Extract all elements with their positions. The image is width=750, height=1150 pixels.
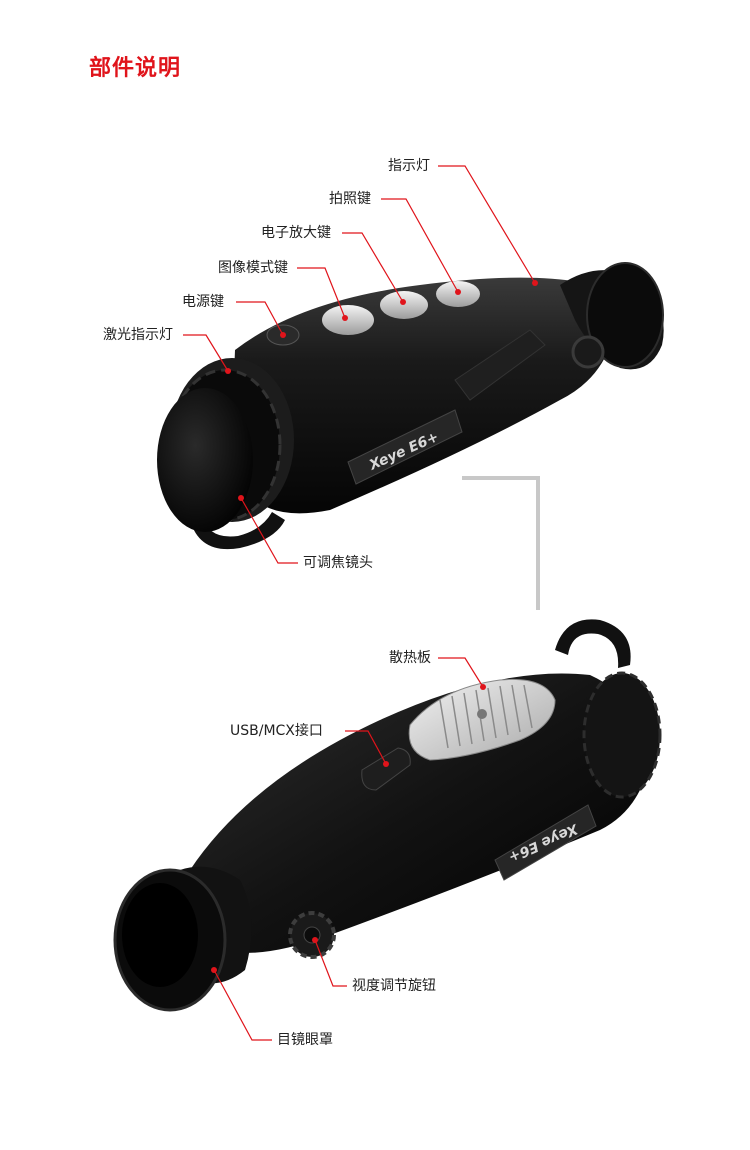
leader-focus-lens — [240, 497, 298, 564]
image-mode-button — [322, 305, 374, 335]
label-power-key: 电源键 — [182, 294, 224, 310]
bottom-eyecup-inner — [122, 883, 198, 987]
label-usb-port: USB/MCX接口 — [230, 723, 323, 739]
label-heat-sink: 散热板 — [389, 650, 431, 666]
leader-diopter-knob — [314, 939, 347, 987]
top-body — [234, 277, 612, 514]
bottom-device: Xeye E6+ — [113, 619, 662, 1012]
label-image-mode-key: 图像模式键 — [218, 260, 288, 276]
label-zoom-key: 电子放大键 — [261, 225, 331, 241]
leader-indicator-light — [438, 165, 536, 284]
section-divider — [462, 476, 540, 610]
top-side-panel — [454, 329, 546, 401]
label-photo-key: 拍照键 — [329, 191, 371, 207]
bottom-lens-ring — [582, 671, 662, 799]
top-lens-cap — [157, 388, 253, 532]
zoom-button — [380, 291, 428, 319]
leader-usb-port — [345, 730, 387, 765]
leader-laser-indicator — [183, 334, 229, 372]
heat-sink-plate — [408, 678, 556, 761]
leader-eyecup — [213, 969, 272, 1041]
leader-power-key — [236, 301, 284, 336]
leader-heat-sink — [438, 657, 484, 688]
label-eyecup: 目镜眼罩 — [277, 1032, 333, 1048]
label-diopter-knob: 视度调节旋钮 — [352, 978, 436, 994]
page-title: 部件说明 — [89, 56, 182, 81]
top-eyecup — [586, 262, 664, 368]
heat-sink-screw — [477, 709, 487, 719]
label-indicator-light: 指示灯 — [388, 158, 430, 174]
leader-image-mode-key — [297, 267, 346, 319]
leader-zoom-key — [342, 232, 404, 303]
top-knob — [571, 335, 605, 369]
top-leader-lines — [183, 165, 536, 564]
label-focus-lens: 可调焦镜头 — [303, 555, 373, 571]
top-device: Xeye E6+ — [157, 262, 664, 550]
strap-bottom — [555, 619, 631, 668]
bottom-body — [190, 673, 650, 953]
label-laser-indicator: 激光指示灯 — [103, 327, 173, 343]
leader-photo-key — [381, 198, 459, 293]
bottom-brand-plate — [494, 804, 597, 881]
top-brand-plate — [347, 409, 463, 485]
bottom-leader-lines — [213, 657, 484, 1041]
strap-top — [190, 512, 285, 550]
usb-port-cover — [361, 747, 411, 791]
